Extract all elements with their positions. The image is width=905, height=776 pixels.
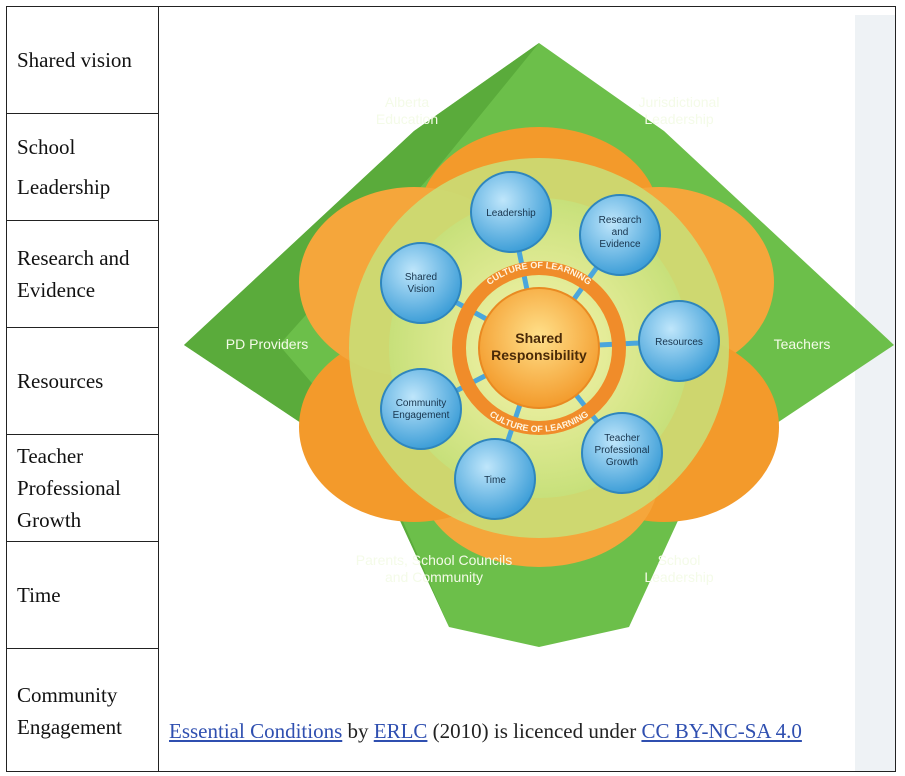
row-line: Time <box>17 583 61 607</box>
star-label-jurisdictional-2: Leadership <box>644 111 713 127</box>
row-line: Evidence <box>17 278 96 302</box>
row-line: Leadership <box>17 175 111 199</box>
star-label-parents-2: and Community <box>385 569 483 585</box>
svg-text:Time: Time <box>484 475 506 486</box>
row-line: School <box>17 135 76 159</box>
caption-middle: (2010) is licenced under <box>427 719 642 743</box>
row-line: Resources <box>17 369 104 393</box>
bubble-time: Time <box>454 438 536 520</box>
attribution-caption: Essential Conditions by ERLC (2010) is l… <box>169 719 802 744</box>
culture-ring <box>452 261 626 435</box>
star-label-parents-1: Parents, School Councils <box>356 552 512 568</box>
table-row: Shared vision <box>7 7 158 114</box>
star-label-school-2: Leadership <box>644 569 713 585</box>
star-shade <box>184 43 539 627</box>
caption-by: by <box>342 719 374 743</box>
table-row: Time <box>7 542 158 649</box>
svg-text:Leadership: Leadership <box>486 208 536 219</box>
row-line: Professional <box>17 476 121 500</box>
row-line: Community <box>17 683 118 707</box>
row-line: Teacher <box>17 444 84 468</box>
side-shade <box>855 15 895 771</box>
row-line: Shared vision <box>17 48 132 72</box>
star-label-teachers: Teachers <box>774 336 831 352</box>
bubble-leadership: Leadership <box>470 171 552 253</box>
essential-conditions-link[interactable]: Essential Conditions <box>169 719 343 743</box>
license-link[interactable]: CC BY-NC-SA 4.0 <box>641 719 802 743</box>
star-label-school-1: School <box>658 552 701 568</box>
star-label-alberta-1: Alberta <box>385 94 430 110</box>
table-row: Resources <box>7 328 158 435</box>
row-line: Research and <box>17 246 130 270</box>
bubble-resources: Resources <box>638 300 720 382</box>
star-label-pd-providers: PD Providers <box>226 336 308 352</box>
svg-text:Resources: Resources <box>655 337 703 348</box>
row-line: Engagement <box>17 715 122 739</box>
erlc-link[interactable]: ERLC <box>373 719 428 743</box>
row-line: Growth <box>17 508 82 532</box>
star-label-jurisdictional-1: Jurisdictional <box>639 94 720 110</box>
center-circle <box>478 287 600 409</box>
star-label-alberta-2: Education <box>376 111 438 127</box>
